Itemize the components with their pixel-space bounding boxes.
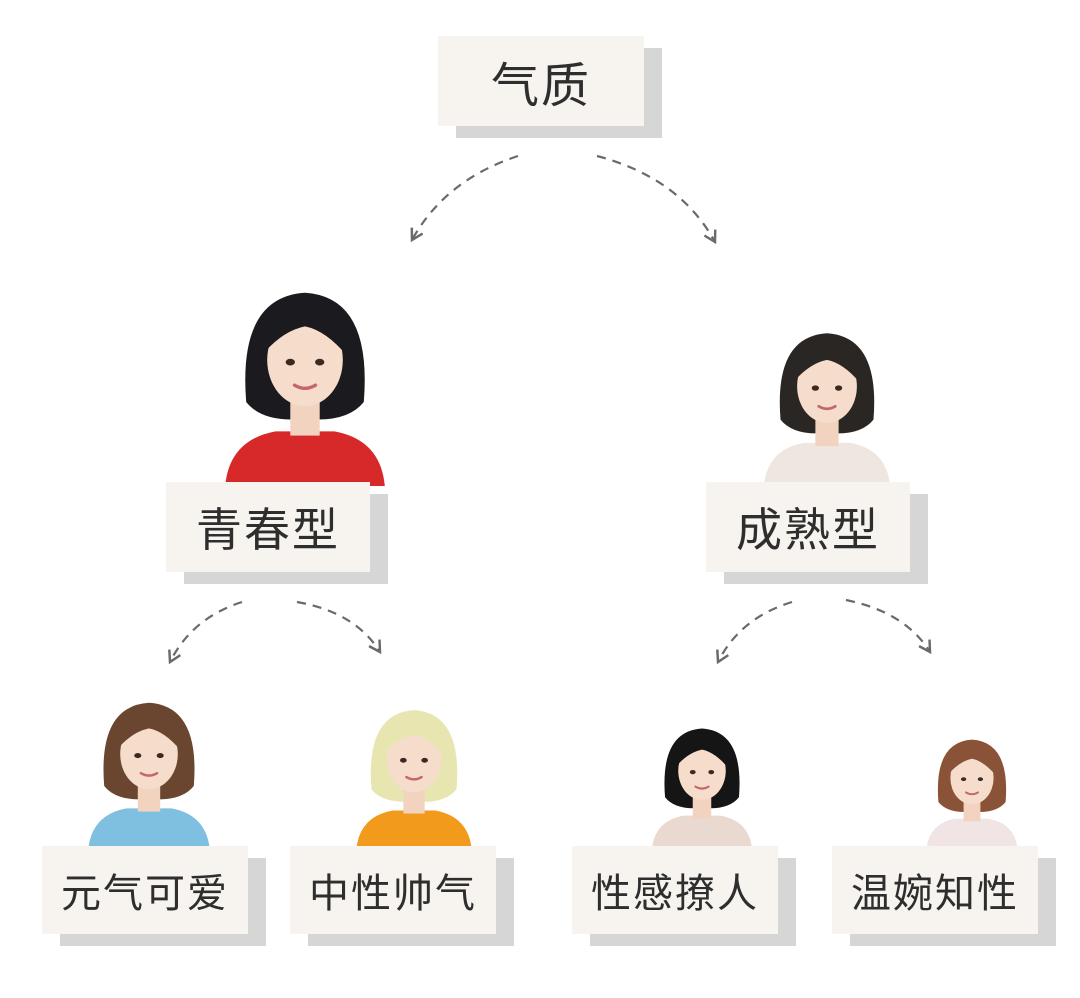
right-eye [835, 385, 842, 390]
shoulders [88, 808, 210, 850]
gentle-portrait-figure [912, 680, 1032, 850]
left-eye [400, 758, 407, 763]
sexy-style-label: 性感撩人 [572, 846, 778, 934]
right-eye [157, 753, 164, 758]
right-eye [708, 770, 714, 774]
mature-type-label: 成熟型 [706, 482, 910, 572]
left-eye [961, 777, 966, 781]
shoulders [652, 816, 752, 850]
youthful-type-label: 青春型 [166, 482, 370, 572]
shoulders [764, 443, 890, 486]
arrow-root-to-youthful [412, 156, 518, 240]
shoulders [356, 810, 472, 850]
arrow-youthful-to-cute [170, 602, 242, 662]
left-eye [812, 385, 819, 390]
boyish-portrait-figure [338, 686, 490, 850]
sexy-portrait [636, 682, 768, 850]
sexy-portrait-figure [636, 682, 768, 850]
mature-portrait [744, 262, 910, 486]
cute-portrait [58, 690, 240, 850]
right-eye [978, 777, 983, 781]
arrow-mature-to-sexy [718, 602, 792, 662]
shoulders [225, 431, 385, 486]
arrow-youthful-to-boyish [297, 602, 380, 652]
left-eye [690, 770, 696, 774]
cute-style-label: 元气可爱 [42, 846, 248, 934]
left-eye [134, 753, 141, 758]
boyish-portrait [338, 686, 490, 850]
boyish-style-label: 中性帅气 [290, 846, 496, 934]
right-eye [315, 359, 324, 366]
gentle-portrait [912, 680, 1032, 850]
mature-portrait-figure [744, 262, 910, 486]
youthful-portrait-figure [200, 268, 410, 486]
gentle-style-label: 温婉知性 [832, 846, 1038, 934]
root-label: 气质 [438, 36, 644, 126]
arrow-mature-to-gentle [846, 600, 930, 652]
left-eye [286, 359, 295, 366]
cute-portrait-figure [58, 690, 240, 850]
right-eye [421, 758, 428, 763]
arrow-root-to-mature [597, 156, 715, 242]
youthful-portrait [200, 268, 410, 486]
